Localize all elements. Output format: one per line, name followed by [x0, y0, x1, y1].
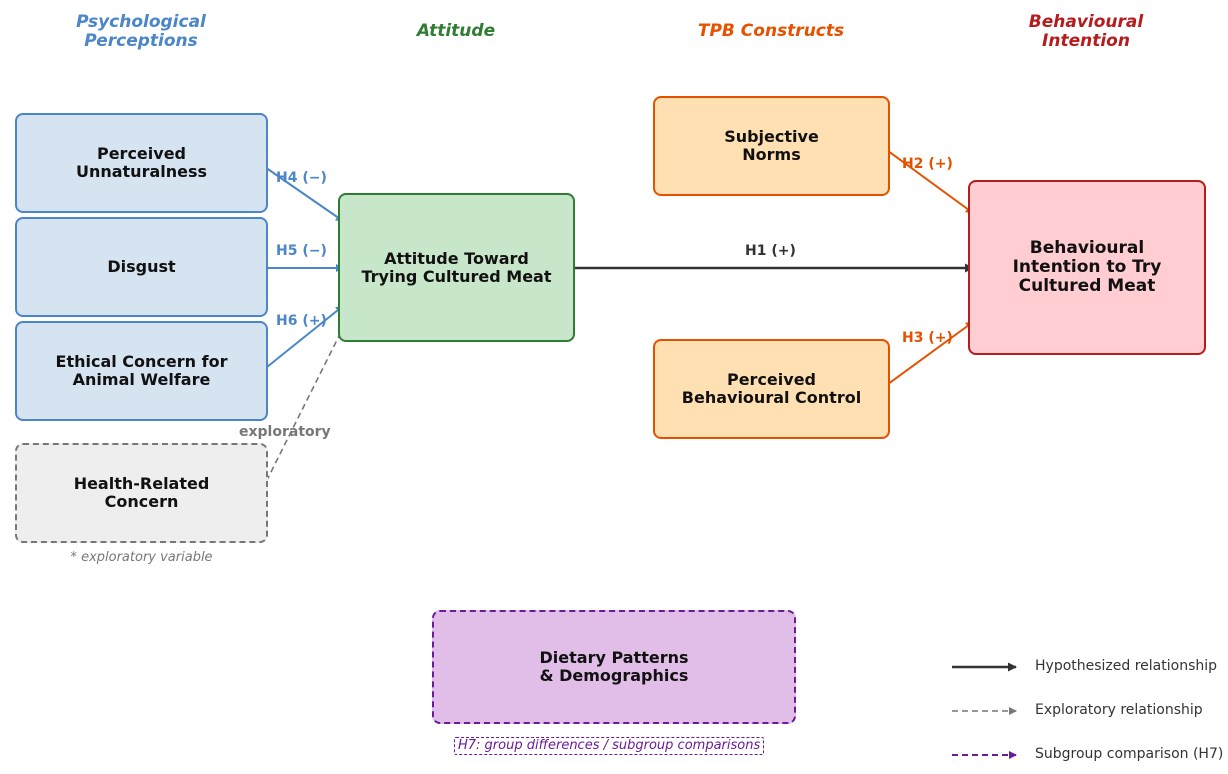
header-line: Behavioural [1028, 12, 1144, 32]
box-line: & Demographics [539, 666, 689, 685]
header-behavioural-intention: Behavioural Intention [986, 13, 1186, 51]
box-line: Perceived [726, 370, 816, 389]
arrow-h2-norms-to-intention [883, 147, 974, 214]
header-line: Perceptions [84, 31, 198, 51]
box-line: Ethical Concern for [55, 352, 228, 371]
box-line: Perceived [96, 144, 186, 163]
box-disgust: Disgust [15, 217, 268, 317]
box-line: Unnaturalness [75, 162, 208, 181]
box-line: Subjective [724, 127, 819, 146]
label-exploratory: exploratory [239, 424, 331, 440]
header-tpb-constructs: TPB Constructs [651, 22, 891, 41]
box-line: Concern [104, 492, 179, 511]
header-psychological-perceptions: Psychological Perceptions [41, 13, 241, 51]
box-line: Norms [742, 145, 801, 164]
box-line: Health-Related [73, 474, 210, 493]
box-line: Intention to Try [1012, 257, 1162, 277]
header-attitude: Attitude [356, 22, 556, 41]
label-h3: H3 (+) [902, 330, 953, 346]
header-line: TPB Constructs [697, 21, 845, 41]
label-h6: H6 (+) [276, 313, 327, 329]
box-line: Cultured Meat [1018, 276, 1156, 296]
box-line: Attitude Toward [384, 248, 529, 268]
header-line: Psychological [76, 12, 206, 32]
arrow-exploratory-health-to-attitude [261, 321, 347, 491]
arrow-h4-unnaturalness-to-attitude [261, 164, 344, 222]
note-exploratory-variable: * exploratory variable [70, 550, 213, 565]
label-h5: H5 (−) [276, 243, 327, 259]
label-h1: H1 (+) [745, 243, 796, 259]
box-line: Disgust [107, 257, 176, 276]
legend-exploratory: Exploratory relationship [1035, 702, 1203, 718]
label-h4: H4 (−) [276, 170, 327, 186]
box-line: Behavioural Control [681, 388, 862, 407]
box-line: Behavioural [1029, 238, 1145, 258]
arrow-h6-ethical-to-attitude [261, 305, 344, 372]
note-h7: H7: group differences / subgroup compari… [454, 737, 765, 755]
box-subjective-norms: Subjective Norms [653, 96, 890, 196]
header-line: Attitude [416, 21, 496, 41]
box-health-concern: Health-Related Concern [15, 443, 268, 543]
legend-subgroup: Subgroup comparison (H7) [1035, 746, 1224, 762]
header-line: Intention [1042, 31, 1130, 51]
box-perceived-behavioural-control: Perceived Behavioural Control [653, 339, 890, 439]
box-line: Animal Welfare [72, 370, 211, 389]
box-attitude: Attitude Toward Trying Cultured Meat [338, 193, 575, 342]
box-dietary-patterns: Dietary Patterns & Demographics [432, 610, 796, 724]
label-h2: H2 (+) [902, 156, 953, 172]
box-perceived-unnaturalness: Perceived Unnaturalness [15, 113, 268, 213]
box-ethical-concern: Ethical Concern for Animal Welfare [15, 321, 268, 421]
arrow-h3-pbc-to-intention [883, 321, 974, 388]
box-line: Dietary Patterns [539, 648, 689, 667]
box-line: Trying Cultured Meat [361, 266, 552, 286]
legend-hypothesized: Hypothesized relationship [1035, 658, 1218, 674]
box-behavioural-intention: Behavioural Intention to Try Cultured Me… [968, 180, 1206, 355]
